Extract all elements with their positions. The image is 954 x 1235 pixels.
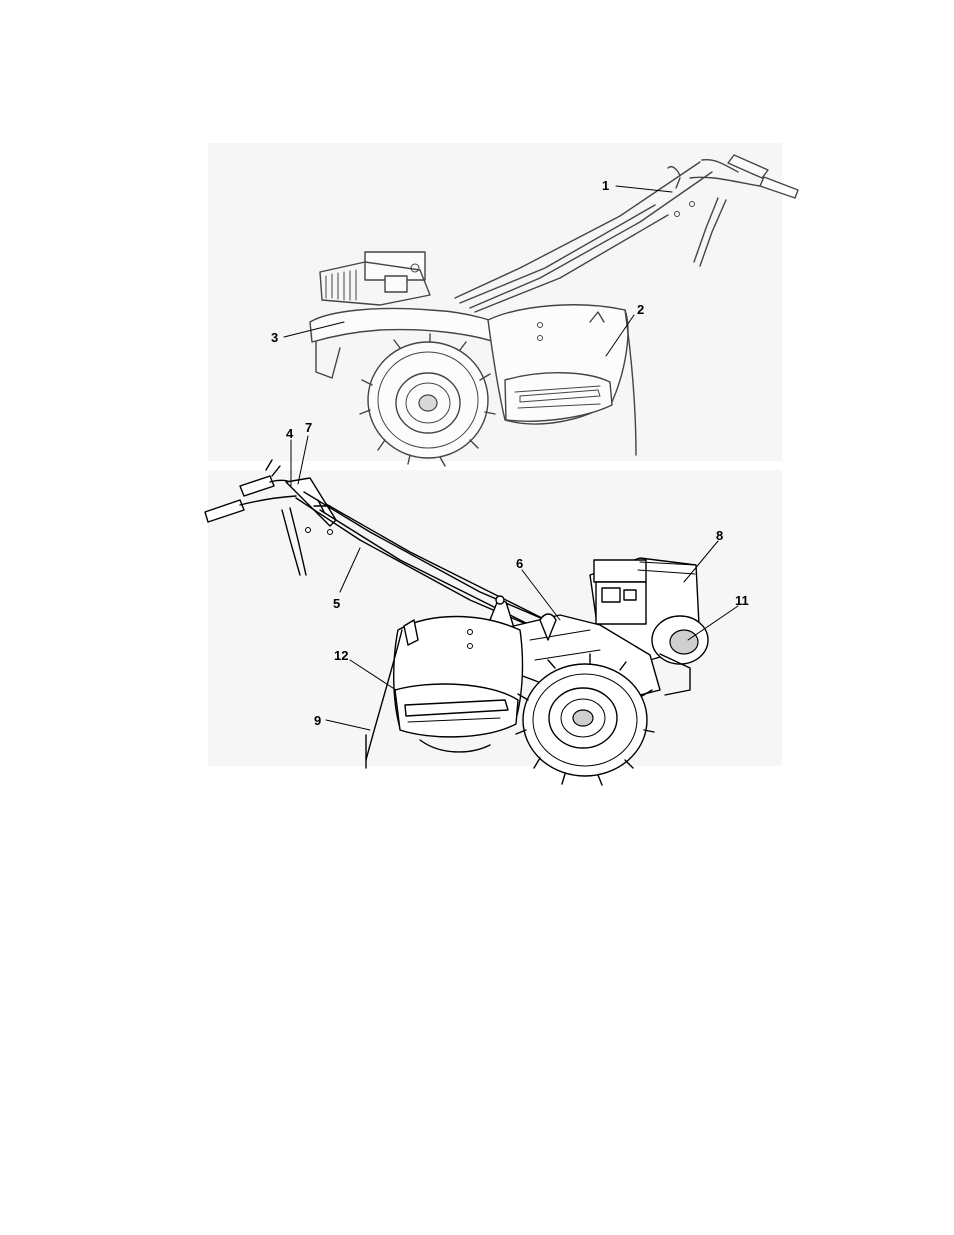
callout-label-3: 3 bbox=[271, 330, 278, 345]
callout-label-1: 1 bbox=[602, 178, 609, 193]
callout-label-4: 4 bbox=[286, 426, 294, 441]
callout-label-8: 8 bbox=[716, 528, 723, 543]
callout-label-9: 9 bbox=[314, 713, 321, 728]
callout-label-7: 7 bbox=[305, 420, 312, 435]
callout-label-6: 6 bbox=[516, 556, 523, 571]
callout-label-12: 12 bbox=[334, 648, 348, 663]
callout-label-5: 5 bbox=[333, 596, 340, 611]
callout-label-11: 11 bbox=[735, 593, 749, 608]
callout-label-2: 2 bbox=[637, 302, 644, 317]
